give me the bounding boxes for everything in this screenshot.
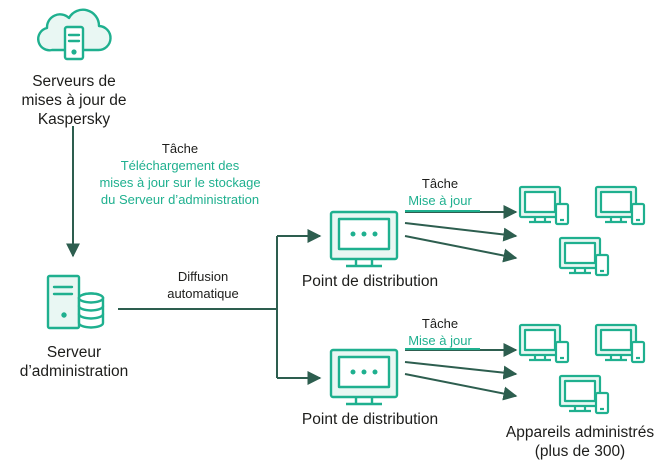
managed-device-icon xyxy=(518,185,570,226)
managed-device-icon xyxy=(594,185,646,226)
cloud-update-server-icon xyxy=(37,8,112,61)
managed-device-icon xyxy=(558,374,610,415)
update-task-top-label: Tâche Mise à jour xyxy=(408,176,472,208)
admin-server-label: Serveur d’administration xyxy=(19,344,129,380)
distribution-point-top-label: Point de distribution xyxy=(301,273,439,290)
update-servers-label: Serveurs de mises à jour de Kaspersky xyxy=(21,73,127,128)
auto-distribution-label: Diffusion automatique xyxy=(167,269,239,301)
distribution-monitor-icon xyxy=(329,210,399,268)
managed-device-icon xyxy=(518,323,570,364)
top-update-arrows xyxy=(404,205,518,263)
distribution-point-bottom-label: Point de distribution xyxy=(301,411,439,428)
distribution-monitor-icon xyxy=(329,348,399,406)
managed-devices-label: Appareils administrés (plus de 300) xyxy=(505,424,655,460)
update-task-bottom-label: Tâche Mise à jour xyxy=(408,316,472,348)
server-database-icon xyxy=(46,274,105,330)
bottom-update-arrows xyxy=(404,343,518,401)
managed-device-icon xyxy=(594,323,646,364)
managed-device-icon xyxy=(558,236,610,277)
auto-distribution-connector xyxy=(118,229,322,385)
download-task-label: Tâche Téléchargement des mises à jour su… xyxy=(99,141,261,207)
